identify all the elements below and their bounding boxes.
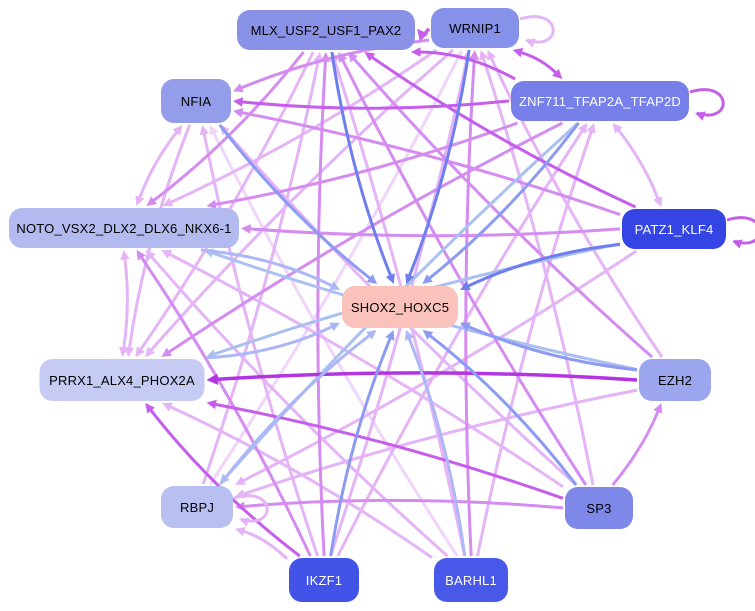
- edge-barhl1-nfia[interactable]: [209, 125, 459, 557]
- edge-ezh2-prrx1[interactable]: [206, 371, 638, 385]
- edge-ikzf1-shox2[interactable]: [329, 330, 395, 557]
- node-ikzf1[interactable]: IKZF1: [289, 558, 359, 602]
- edge-noto-shox2[interactable]: [200, 248, 340, 290]
- node-shox2[interactable]: SHOX2_HOXC5: [342, 286, 458, 328]
- node-label: ZNF711_TFAP2A_TFAP2D: [519, 93, 681, 109]
- edge-ikzf1-rbpj[interactable]: [235, 526, 289, 560]
- node-label: WRNIP1: [449, 20, 501, 36]
- edge-prrx1-shox2[interactable]: [206, 322, 341, 360]
- edge-barhl1-shox2[interactable]: [405, 330, 467, 557]
- node-label: RBPJ: [179, 499, 215, 515]
- node-label: BARHL1: [445, 572, 497, 588]
- node-label: NFIA: [180, 93, 212, 109]
- node-rbpj[interactable]: RBPJ: [161, 486, 233, 528]
- node-ezh2[interactable]: EZH2: [639, 359, 711, 401]
- edge-znf711-noto[interactable]: [206, 121, 519, 210]
- edge-znf711-nfia[interactable]: [233, 97, 510, 110]
- edge-patz1-mlx[interactable]: [364, 52, 637, 209]
- edge-barhl1-wrnip1[interactable]: [464, 50, 480, 557]
- edge-patz1-noto[interactable]: [241, 224, 621, 238]
- node-label: SHOX2_HOXC5: [350, 299, 450, 315]
- edge-sp3-prrx1[interactable]: [206, 399, 564, 500]
- node-nfia[interactable]: NFIA: [161, 79, 231, 123]
- edge-sp3-ezh2[interactable]: [611, 403, 663, 486]
- node-wrnip1[interactable]: WRNIP1: [431, 8, 519, 48]
- edge-wrnip1-mlx[interactable]: [417, 27, 431, 41]
- edge-rbpj-shox2[interactable]: [219, 330, 377, 485]
- edge-ikzf1-znf711[interactable]: [336, 123, 588, 557]
- edge-barhl1-prrx1[interactable]: [162, 402, 433, 559]
- edge-nfia-noto[interactable]: [135, 125, 183, 206]
- edge-barhl1-znf711[interactable]: [475, 123, 596, 557]
- node-noto[interactable]: NOTO_VSX2_DLX2_DLX6_NKX6-1: [9, 208, 239, 248]
- node-label: MLX_USF2_USF1_PAX2: [250, 22, 402, 38]
- edge-ezh2-wrnip1[interactable]: [487, 50, 664, 358]
- edge-noto-prrx1[interactable]: [119, 250, 130, 357]
- edge-mlx-prrx1[interactable]: [135, 51, 315, 357]
- self-loop-znf711[interactable]: [689, 88, 725, 121]
- node-prrx1[interactable]: PRRX1_ALX4_PHOX2A: [39, 359, 205, 401]
- edge-ikzf1-noto[interactable]: [136, 250, 312, 557]
- edge-patz1-nfia[interactable]: [233, 108, 621, 216]
- node-label: SP3: [586, 500, 612, 516]
- node-label: NOTO_VSX2_DLX2_DLX6_NKX6-1: [16, 220, 232, 236]
- edge-mlx-shox2[interactable]: [330, 51, 395, 284]
- node-patz1[interactable]: PATZ1_KLF4: [622, 209, 726, 249]
- edge-wrnip1-shox2[interactable]: [405, 49, 471, 284]
- node-znf711[interactable]: ZNF711_TFAP2A_TFAP2D: [511, 81, 689, 121]
- edge-ikzf1-prrx1[interactable]: [145, 403, 301, 558]
- node-label: EZH2: [657, 372, 693, 388]
- node-mlx[interactable]: MLX_USF2_USF1_PAX2: [237, 10, 415, 50]
- self-loop-rbpj[interactable]: [233, 494, 269, 527]
- self-loop-patz1[interactable]: [726, 216, 755, 249]
- edge-sp3-noto[interactable]: [161, 250, 564, 489]
- edge-wrnip1-noto[interactable]: [162, 48, 438, 207]
- node-label: IKZF1: [305, 572, 343, 588]
- edge-nfia-shox2[interactable]: [218, 124, 378, 284]
- self-loop-wrnip1[interactable]: [519, 15, 555, 48]
- node-label: PRRX1_ALX4_PHOX2A: [49, 372, 195, 388]
- edge-znf711-patz1[interactable]: [612, 123, 663, 207]
- edge-ikzf1-nfia[interactable]: [199, 125, 320, 557]
- edge-ezh2-shox2[interactable]: [460, 322, 638, 372]
- node-barhl1[interactable]: BARHL1: [434, 558, 508, 602]
- edge-znf711-wrnip1[interactable]: [512, 48, 563, 79]
- edge-wrnip1-prrx1[interactable]: [145, 48, 454, 357]
- edge-sp3-shox2[interactable]: [422, 330, 578, 486]
- edge-znf711-shox2[interactable]: [422, 122, 580, 284]
- node-sp3[interactable]: SP3: [565, 487, 633, 529]
- edge-patz1-shox2[interactable]: [460, 242, 621, 291]
- node-label: PATZ1_KLF4: [634, 221, 714, 237]
- edge-sp3-wrnip1[interactable]: [479, 50, 595, 486]
- edge-mlx-noto[interactable]: [146, 51, 305, 206]
- edge-znf711-prrx1[interactable]: [161, 121, 563, 357]
